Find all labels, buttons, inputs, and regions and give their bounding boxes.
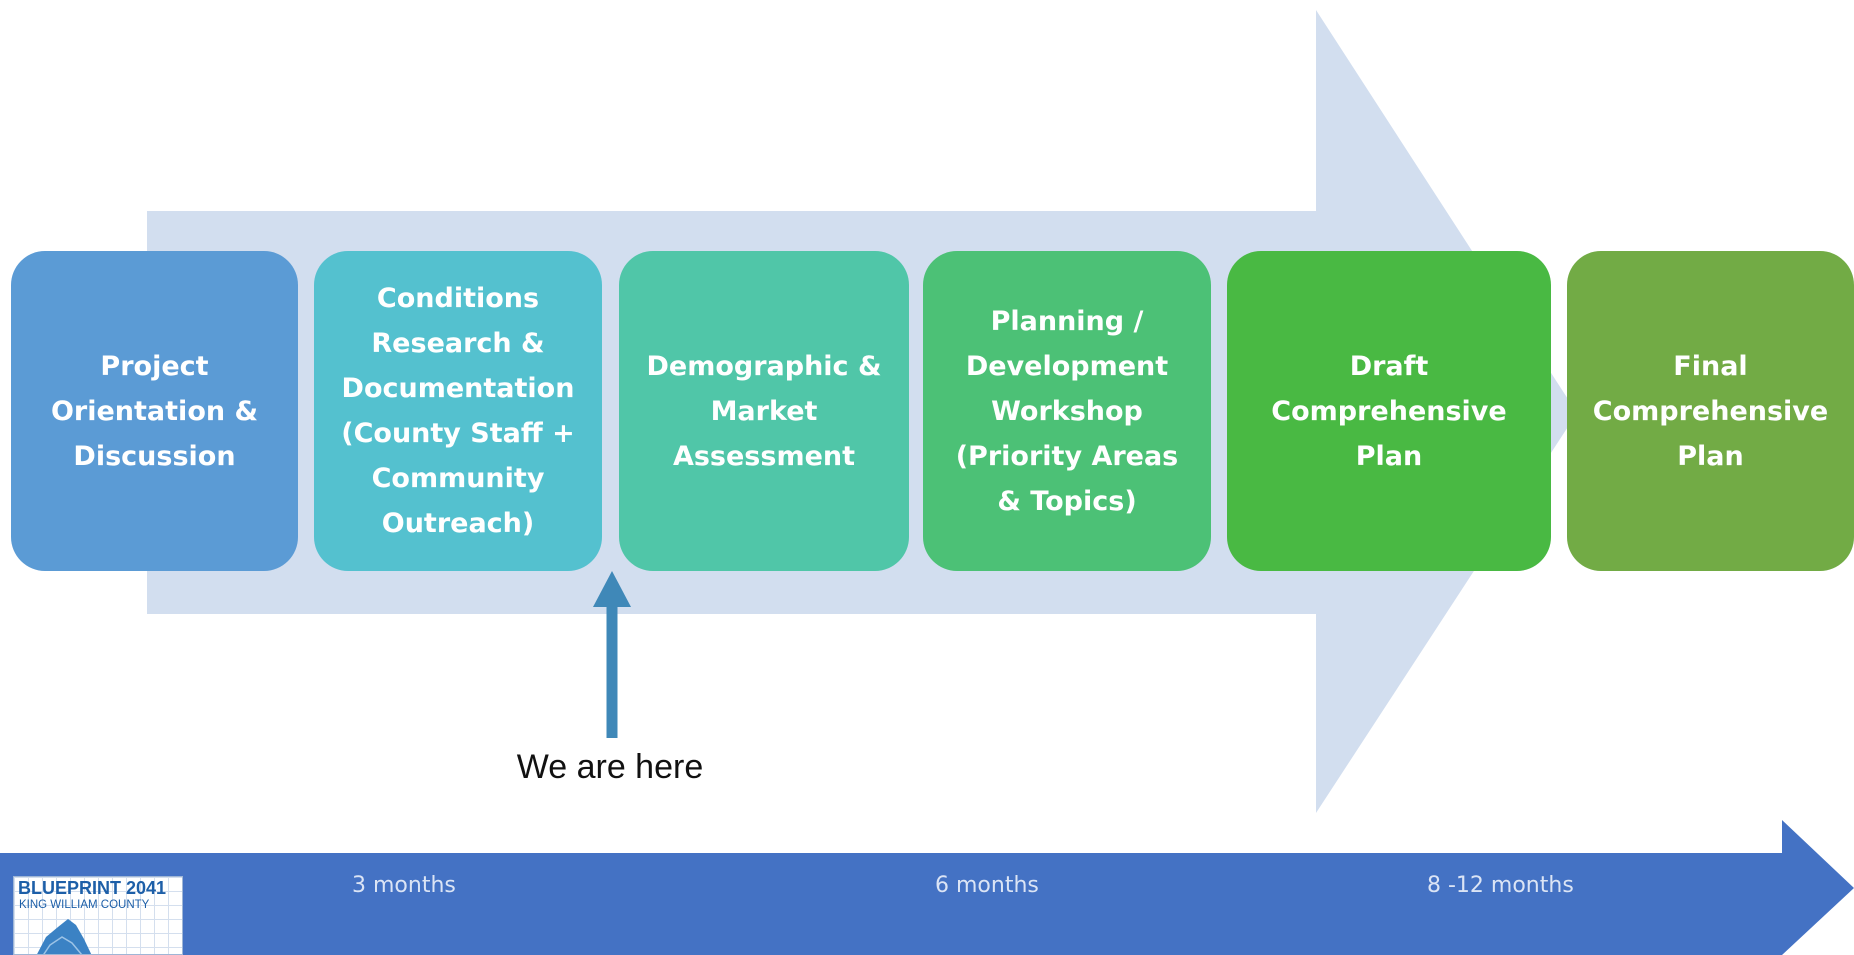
stage-final-plan: Final Comprehensive Plan <box>1567 251 1854 571</box>
stage-draft-plan: Draft Comprehensive Plan <box>1227 251 1551 571</box>
timeline-tick-6-months: 6 months <box>935 873 1039 898</box>
timeline-arrow <box>0 820 1854 955</box>
stage-demographic-market: Demographic & Market Assessment <box>619 251 909 571</box>
timeline-tick-3-months: 3 months <box>352 873 456 898</box>
timeline-tick-8-12-months: 8 -12 months <box>1427 873 1574 898</box>
county-map-icon <box>37 919 92 954</box>
current-position-arrow <box>593 571 631 738</box>
logo-title: BLUEPRINT 2041 <box>18 878 167 898</box>
stage-conditions-research: Conditions Research & Documentation (Cou… <box>314 251 602 571</box>
we-are-here-label: We are here <box>516 748 704 786</box>
logo-subtitle: KING WILLIAM COUNTY <box>19 899 150 911</box>
stage-planning-workshop: Planning / Development Workshop (Priorit… <box>923 251 1211 571</box>
blueprint-logo: BLUEPRINT 2041 KING WILLIAM COUNTY <box>13 876 183 955</box>
stage-project-orientation: Project Orientation & Discussion <box>11 251 298 571</box>
